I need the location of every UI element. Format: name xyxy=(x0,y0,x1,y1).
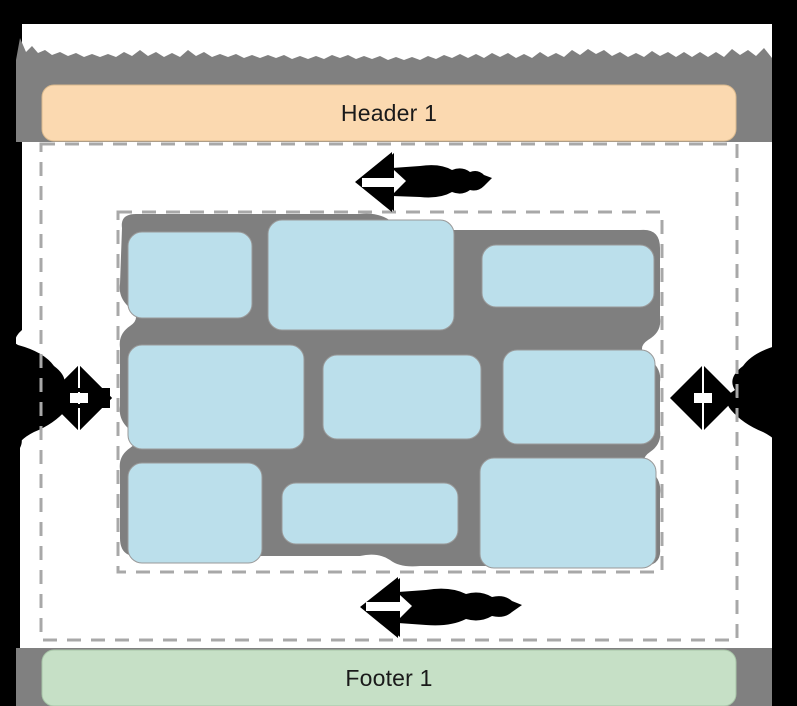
resize-arrow-right[interactable] xyxy=(670,366,736,430)
brick-r1-c3[interactable] xyxy=(481,244,655,308)
resize-arrow-left[interactable] xyxy=(46,366,112,430)
brick-r2-c1[interactable] xyxy=(127,344,305,450)
brick-r2-c2[interactable] xyxy=(322,354,482,440)
frame-left-arrow-mass xyxy=(10,340,71,452)
footer-box[interactable] xyxy=(41,649,737,706)
brick-r3-c1[interactable] xyxy=(127,462,263,564)
brick-r1-c2[interactable] xyxy=(267,219,455,331)
brick-r1-c1[interactable] xyxy=(127,231,253,319)
brick-grid xyxy=(127,219,657,569)
outer-dashed-region[interactable] xyxy=(39,142,739,642)
frame-right-arrow-mass xyxy=(726,340,787,452)
frame-top xyxy=(0,0,797,24)
brick-r3-c2[interactable] xyxy=(281,482,459,545)
resize-arrow-bottom[interactable] xyxy=(360,577,522,638)
header-box[interactable] xyxy=(41,84,737,142)
resize-arrow-top[interactable] xyxy=(355,152,492,212)
brick-r3-c3[interactable] xyxy=(479,457,657,569)
brick-r2-c3[interactable] xyxy=(502,349,656,445)
inner-dashed-region[interactable] xyxy=(116,210,664,574)
